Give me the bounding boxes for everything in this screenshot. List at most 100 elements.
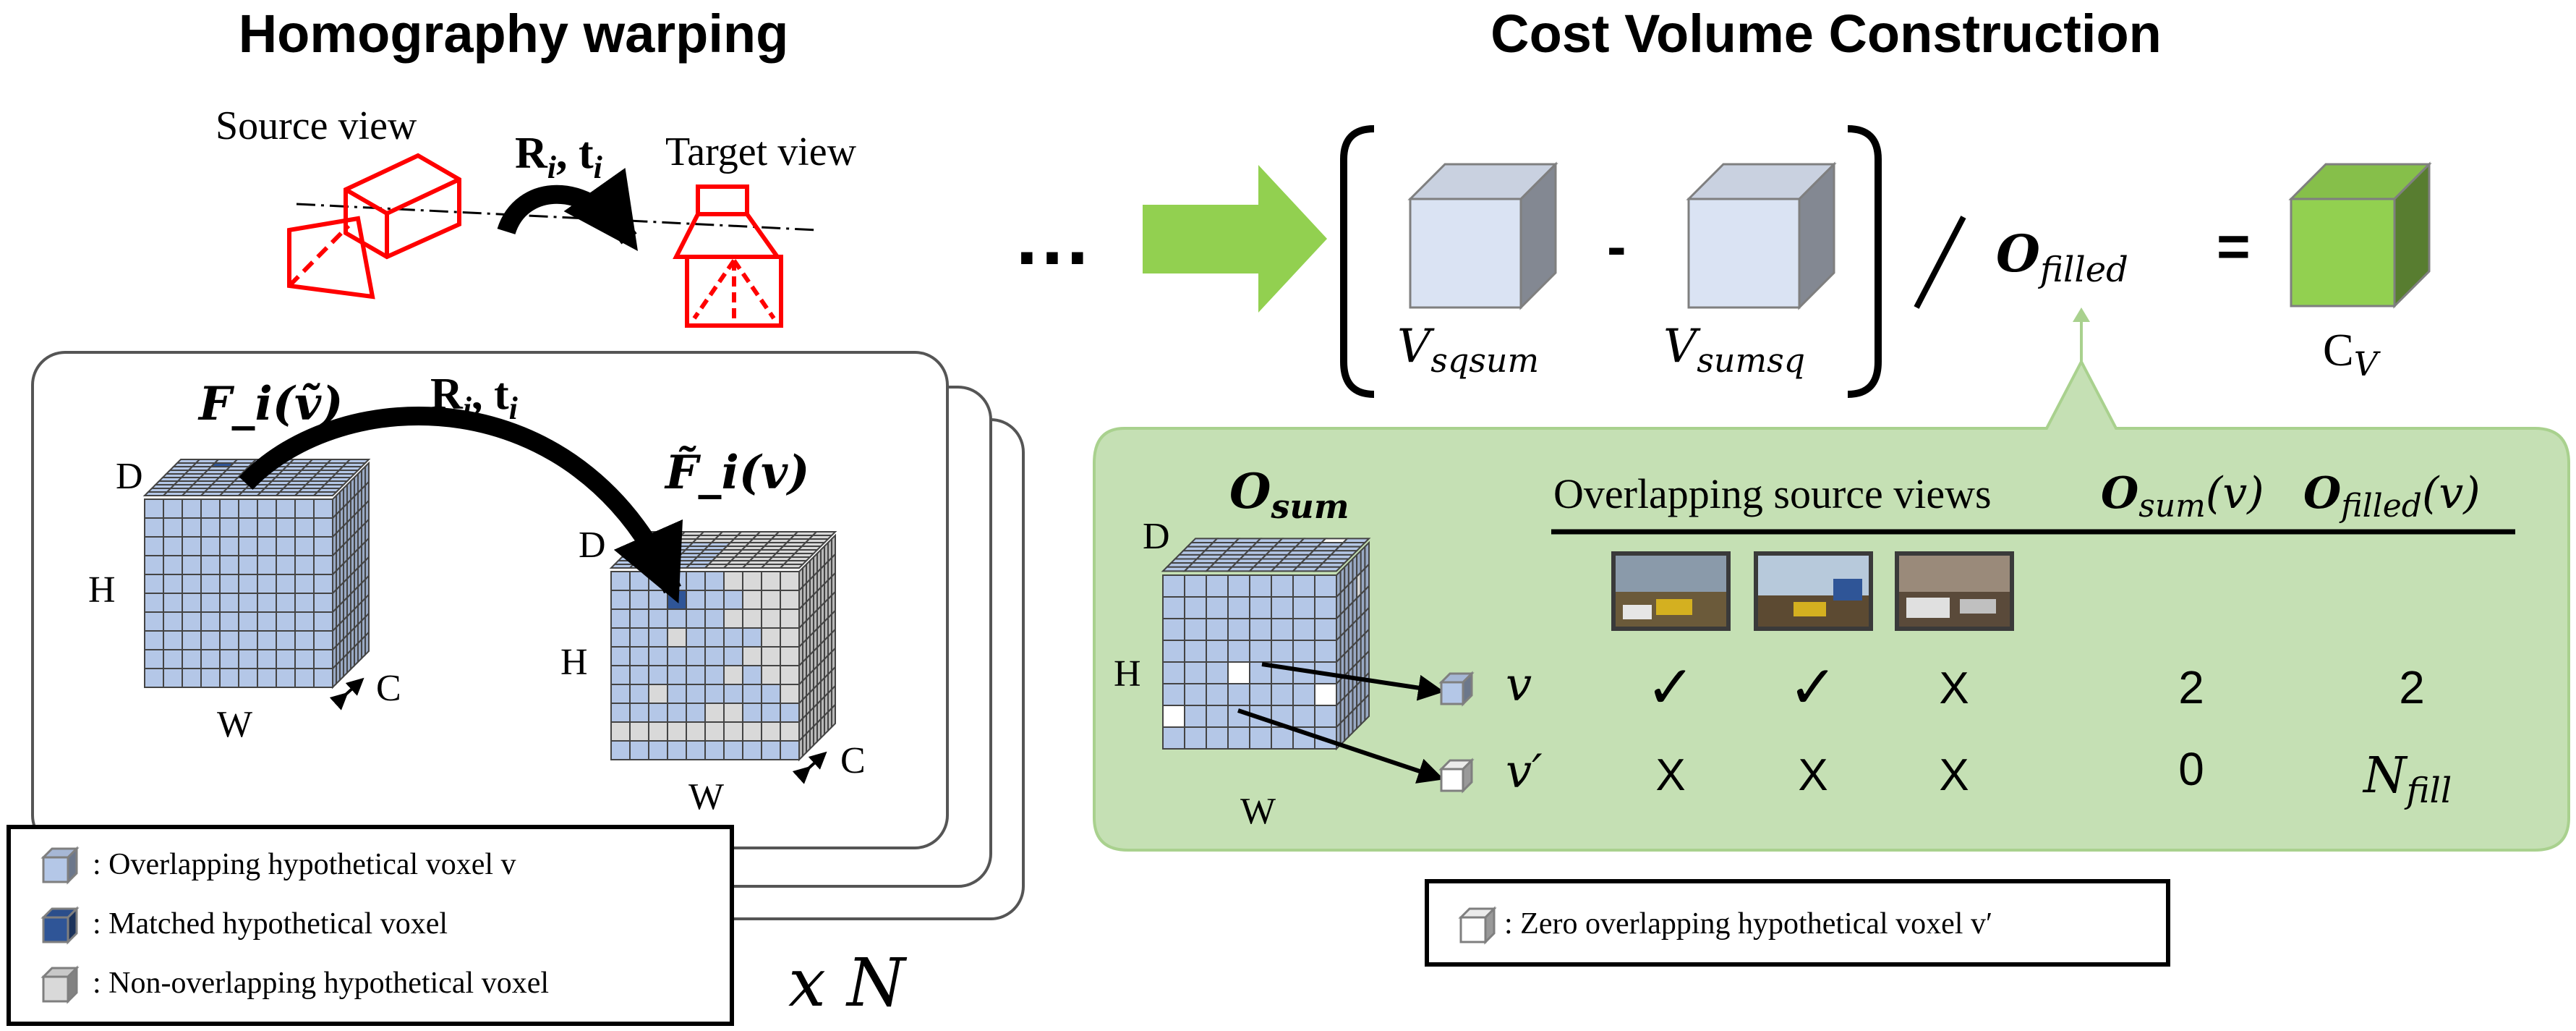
voxel-cell	[1206, 661, 1229, 684]
src-dim-C-arrow	[329, 677, 364, 710]
voxel-cell	[238, 536, 258, 556]
voxel-cell	[144, 593, 164, 613]
voxel-cell	[1206, 683, 1229, 706]
voxel-cell	[294, 649, 315, 669]
voxel-cell	[610, 646, 631, 666]
voxel-cell	[182, 649, 202, 669]
voxel-cell	[312, 491, 338, 496]
voxel-cell	[200, 611, 221, 632]
voxel-cell	[163, 630, 183, 650]
voxel-cell	[1162, 618, 1185, 641]
voxel-cell	[780, 571, 800, 591]
source-view-label: Source view	[216, 103, 417, 148]
voxel-cell	[1292, 640, 1315, 663]
voxel-cell	[761, 665, 781, 685]
src-dim-C: C	[376, 668, 401, 709]
voxel-cell	[313, 574, 333, 594]
voxel-cell	[1162, 726, 1185, 750]
voxel-cell	[182, 668, 202, 688]
voxel-cell	[1249, 683, 1272, 706]
voxel-cell	[686, 665, 706, 685]
callout-arrowhead	[2073, 307, 2090, 322]
voxel-cell	[723, 608, 743, 629]
source-feature-label: F_i(ṽ)	[197, 377, 344, 431]
voxel-cell	[686, 740, 706, 760]
voxel-cell	[257, 611, 277, 632]
voxel-cell	[629, 571, 649, 591]
voxel-cell	[182, 574, 202, 594]
voxel-cell	[742, 665, 762, 685]
voxel-cell	[610, 571, 631, 591]
voxel-cell	[780, 665, 800, 685]
voxel-cell	[1184, 596, 1207, 619]
legend-left-item-nonoverlap: : Non-overlapping hypothetical voxel	[93, 967, 549, 1000]
voxel-cell	[686, 703, 706, 723]
voxel-cell	[200, 517, 221, 538]
title-cost-volume: Cost Volume Construction	[1490, 4, 2162, 64]
voxel-cell	[704, 571, 725, 591]
legend-swatch-nonoverlap-front	[42, 975, 69, 1003]
voxel-cell	[144, 630, 164, 650]
voxel-cell	[723, 571, 743, 591]
voxel-cell	[182, 536, 202, 556]
voxel-cell	[629, 590, 649, 610]
voxel-cell	[780, 627, 800, 648]
source-view-thumbnails	[1611, 551, 2014, 631]
voxel-cell	[364, 630, 370, 657]
voxel-cell	[667, 740, 687, 760]
voxel-cell	[182, 555, 202, 575]
voxel-cell	[610, 590, 631, 610]
voxel-cell	[1162, 574, 1185, 598]
voxel-cell	[1184, 683, 1207, 706]
voxel-cell	[238, 611, 258, 632]
voxel-cell	[294, 517, 315, 538]
voxel-cell	[686, 590, 706, 610]
voxel-cell	[219, 555, 239, 575]
voxel-cell	[686, 684, 706, 704]
voxel-cell	[313, 611, 333, 632]
homography-warp-arrow	[239, 407, 683, 604]
voxel-cell	[238, 574, 258, 594]
voxel-cell	[761, 684, 781, 704]
source-feature-volume	[142, 459, 371, 690]
voxel-cell	[276, 517, 296, 538]
voxel-cell	[257, 593, 277, 613]
voxel-cell	[200, 649, 221, 669]
voxel-cell	[219, 611, 239, 632]
voxel-cell	[742, 627, 762, 648]
voxel-cell	[648, 590, 668, 610]
voxel-cell	[1292, 618, 1315, 641]
voxel-cell	[1206, 640, 1229, 663]
voxel-cell	[1227, 640, 1250, 663]
voxel-cell	[667, 627, 687, 648]
voxel-cell	[704, 740, 725, 760]
legend-swatch-matched-front	[42, 916, 69, 943]
voxel-cell	[648, 684, 668, 704]
voxel-cell	[144, 649, 164, 669]
voxel-cell	[761, 646, 781, 666]
target-view-label: Target view	[665, 130, 857, 174]
voxel-cell	[1271, 596, 1294, 619]
voxel-cell	[704, 608, 725, 629]
voxel-cell	[742, 684, 762, 704]
voxel-cell	[831, 703, 836, 729]
thumbnail-view-3	[1895, 551, 2014, 631]
voxel-cell	[629, 665, 649, 685]
voxel-cell	[1206, 618, 1229, 641]
voxel-cell	[686, 646, 706, 666]
voxel-cell	[163, 593, 183, 613]
voxel-cell	[1271, 574, 1294, 598]
voxel-cell	[629, 703, 649, 723]
voxel-cell	[1249, 640, 1272, 663]
voxel-cell	[610, 627, 631, 648]
voxel-cell	[1314, 640, 1337, 663]
voxel-cell	[629, 627, 649, 648]
voxel-cell	[629, 740, 649, 760]
voxel-cell	[723, 684, 743, 704]
thumbnail-view-1	[1611, 551, 1731, 631]
voxel-cell	[313, 498, 333, 519]
voxel-cell	[742, 721, 762, 742]
voxel-cell	[1184, 640, 1207, 663]
left-parenthesis	[1340, 125, 1375, 398]
